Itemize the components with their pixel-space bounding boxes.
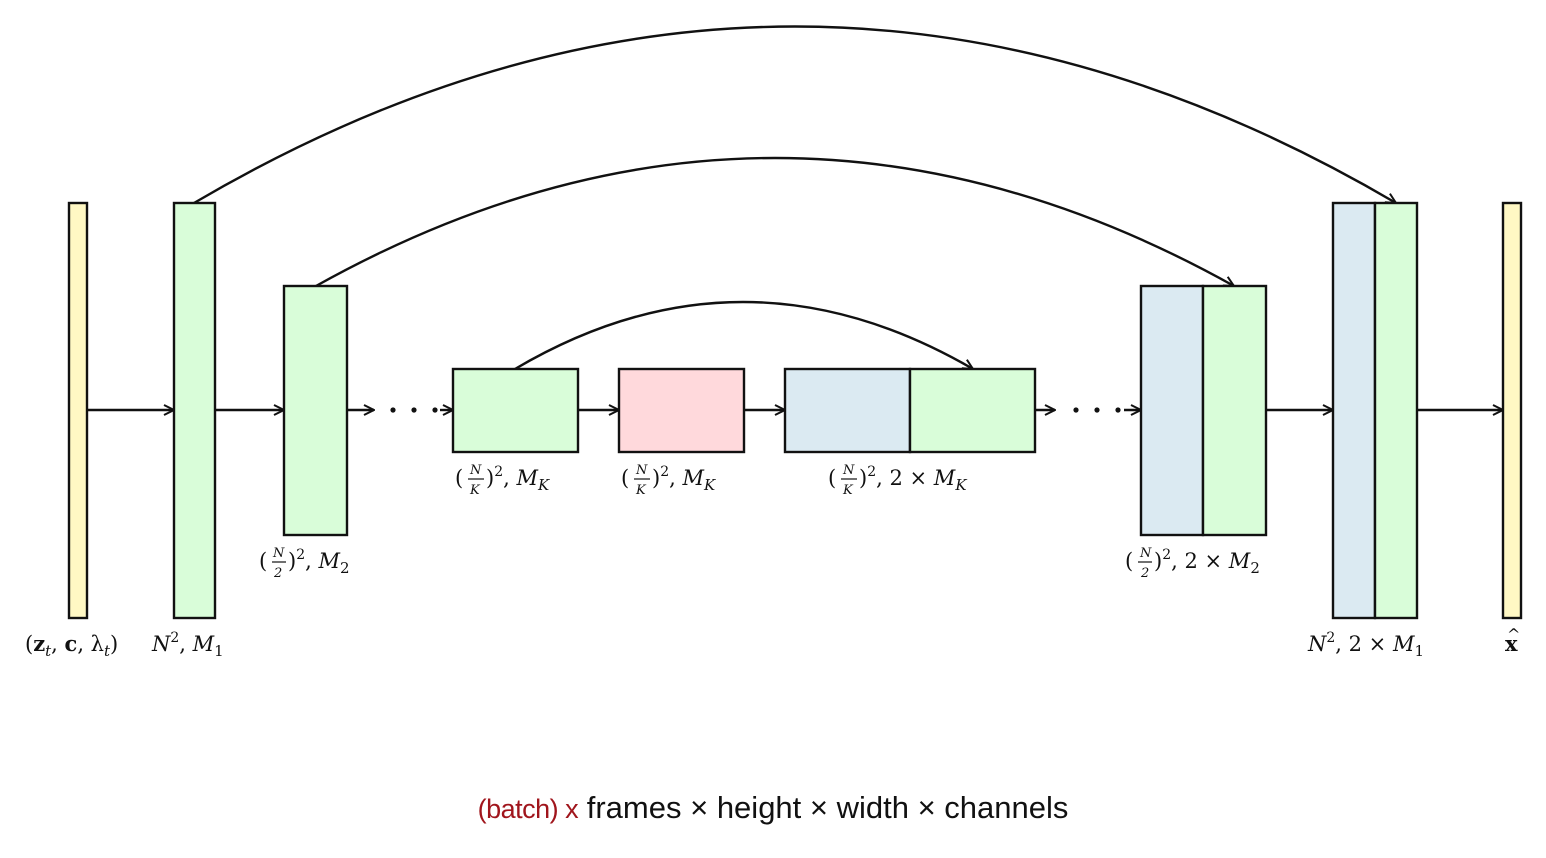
svg-text:(: ( — [621, 466, 629, 490]
svg-text:(: ( — [1125, 549, 1133, 573]
label-encoder-K: ( N K )2, MK — [455, 463, 550, 498]
decoder-block-K-skip — [908, 367, 1037, 454]
encoder-block-2 — [282, 284, 349, 537]
svg-text:N: N — [842, 463, 855, 478]
label-output-hat: ^ — [1507, 625, 1520, 644]
svg-text:)2, 2 × M2: )2, 2 × M2 — [1154, 547, 1260, 577]
ellipsis-right — [1073, 407, 1121, 413]
svg-text:N: N — [635, 463, 648, 478]
label-encoder-1: N2, M1 — [151, 630, 224, 660]
decoder-block-K-upsampled — [783, 367, 912, 454]
encoder-block-1 — [172, 201, 217, 620]
decoder-block-2-upsampled — [1139, 284, 1205, 537]
svg-text:)2, MK: )2, MK — [652, 464, 716, 494]
svg-text:(: ( — [259, 549, 267, 573]
svg-text:N: N — [1139, 546, 1152, 561]
bottleneck-block — [617, 367, 746, 454]
label-decoder-K: ( N K )2, 2 × MK — [828, 463, 967, 498]
caption-dimensions: frames × height × width × channels — [586, 790, 1069, 825]
decoder-block-2-skip — [1201, 284, 1268, 537]
skip-arc-levelK — [514, 300, 973, 369]
caption-batch-prefix: (batch) x — [477, 794, 579, 824]
skip-arc-level1 — [193, 25, 1396, 204]
svg-text:2: 2 — [1140, 566, 1149, 581]
svg-text:N: N — [272, 546, 285, 561]
label-encoder-2: ( N 2 )2, M2 — [259, 546, 350, 581]
output-block — [1501, 201, 1523, 620]
label-input: (zt, c, λt) — [25, 631, 118, 660]
label-decoder-2: ( N 2 )2, 2 × M2 — [1125, 546, 1260, 581]
label-bottleneck: ( N K )2, MK — [621, 463, 716, 498]
svg-text:K: K — [635, 483, 647, 498]
svg-text:)2, M2: )2, M2 — [288, 547, 350, 577]
svg-text:K: K — [469, 483, 481, 498]
skip-arc-level2 — [315, 156, 1234, 286]
label-decoder-1: N2, 2 × M1 — [1307, 630, 1424, 660]
svg-text:2: 2 — [273, 566, 282, 581]
ellipsis-left — [390, 407, 438, 413]
label-output: x — [1505, 631, 1518, 656]
svg-text:(: ( — [828, 466, 836, 490]
svg-text:N: N — [469, 463, 482, 478]
tensor-shape-caption: (batch) x frames × height × width × chan… — [0, 790, 1546, 826]
svg-text:(: ( — [455, 466, 463, 490]
decoder-block-1-upsampled — [1331, 201, 1377, 620]
decoder-block-1-skip — [1373, 201, 1419, 620]
svg-text:K: K — [842, 483, 854, 498]
input-block — [67, 201, 89, 620]
encoder-block-K — [451, 367, 580, 454]
svg-text:)2, 2 × MK: )2, 2 × MK — [859, 464, 967, 494]
svg-text:)2, MK: )2, MK — [486, 464, 550, 494]
